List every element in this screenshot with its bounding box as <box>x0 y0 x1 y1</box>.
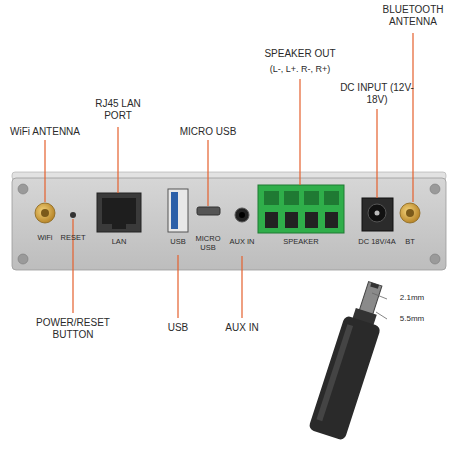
callout-label: WiFi ANTENNA <box>3 126 87 138</box>
panel-label: DC 18V/4A <box>354 237 400 246</box>
callout-label: MICRO USB <box>168 126 248 138</box>
panel-label: USB <box>163 237 193 246</box>
panel-label: MICRO USB <box>193 234 223 252</box>
panel-label: BT <box>398 237 422 246</box>
callout-label: USB <box>158 322 198 334</box>
callout-label: DC INPUT (12V-18V) <box>335 82 419 106</box>
panel-label: SPEAKER <box>271 237 331 246</box>
callout-label: AUX IN <box>217 322 267 334</box>
callout-label: RJ45 LAN PORT <box>85 98 151 122</box>
panel-label: RESET <box>55 233 91 242</box>
panel-label: WiFi <box>27 233 63 242</box>
panel-label: AUX IN <box>225 237 259 246</box>
callout-label: SPEAKER OUT <box>240 48 360 60</box>
dimension-label: 2.1mm <box>390 293 434 303</box>
panel-label: LAN <box>99 237 139 246</box>
dimension-label: 5.5mm <box>390 314 434 324</box>
pin-order-label: (L-, L+. R-, R+) <box>240 64 360 75</box>
callout-label: BLUETOOTH ANTENNA <box>373 4 453 28</box>
callout-label: POWER/RESET BUTTON <box>25 317 121 341</box>
